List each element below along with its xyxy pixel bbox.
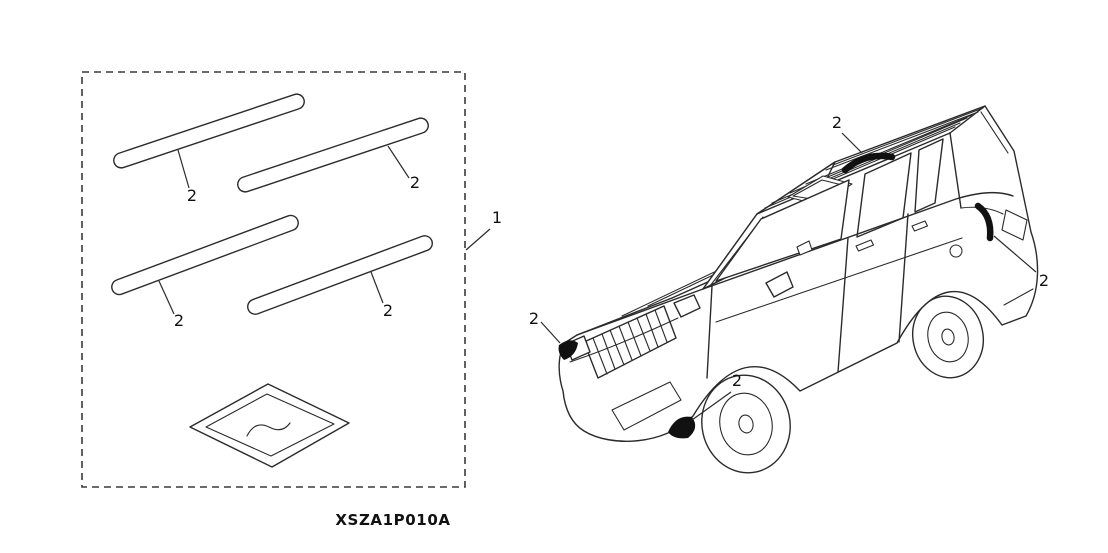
rear-tire (912, 295, 984, 379)
callout-rear-quarter: 2 (1039, 271, 1049, 290)
strip-outline (247, 235, 433, 315)
callout-strip-1: 2 (187, 186, 197, 205)
rear-door-handle (911, 220, 929, 232)
sheet-inner-border (205, 393, 335, 457)
template-sheet (189, 383, 350, 468)
leader-front-door (691, 391, 732, 421)
front-door-handle (855, 239, 875, 252)
callout-kit: 1 (492, 208, 502, 227)
leader-kit (465, 228, 491, 251)
leader-rear-quarter (993, 235, 1037, 273)
rear-bumper-seam (1003, 288, 1034, 306)
part-code: XSZA1P010A (335, 511, 450, 529)
strip-outline (111, 214, 299, 296)
body-side-crease (715, 237, 963, 323)
lower-intake (611, 381, 682, 431)
fuel-door (949, 244, 963, 258)
kit-contents-box: 2 2 2 2 (81, 71, 466, 488)
tailgate-inner-line (980, 111, 1009, 154)
rear-roof-edge (949, 105, 986, 134)
rear-hub (941, 328, 955, 346)
headlight-far (673, 294, 701, 318)
molding-strip-2 (237, 117, 429, 193)
hood-front-edge (576, 297, 673, 336)
front-door-leading-edge (706, 285, 713, 379)
callout-front-bumper: 2 (529, 309, 539, 328)
vehicle-illustration: 2 2 2 2 (529, 105, 1049, 474)
far-side-mirror (796, 240, 813, 256)
rear-door-window (856, 152, 912, 238)
d-pillar-line (949, 132, 962, 209)
foglamp-mark (668, 416, 696, 439)
leader-strip-1 (177, 149, 190, 189)
taillight (1001, 209, 1028, 241)
front-tire (701, 374, 791, 474)
leader-strip-3 (158, 280, 175, 315)
leader-strip-4 (370, 271, 384, 304)
kit-boundary-dashed-box (81, 71, 466, 488)
leader-roof (841, 132, 863, 154)
front-rim (719, 392, 773, 456)
strip-outline (237, 117, 429, 193)
quarter-window (914, 138, 944, 213)
callout-roof: 2 (832, 113, 842, 132)
roof-accessory-mark (841, 152, 896, 174)
roof-rails (764, 107, 984, 209)
molding-strip-1 (113, 93, 305, 169)
roofline-near-edge (756, 132, 951, 215)
front-hub (738, 414, 754, 434)
molding-strip-3 (111, 214, 299, 296)
body-silhouette (558, 105, 1039, 442)
rear-rim (927, 311, 969, 363)
rear-wheel (912, 295, 984, 379)
rear-quarter-accessory-mark (974, 202, 994, 242)
callout-strip-4: 2 (383, 301, 393, 320)
leader-strip-2 (387, 145, 410, 179)
b-pillar-door-cut (837, 237, 849, 373)
molding-strip-4 (247, 235, 433, 315)
leader-front-bumper (540, 321, 561, 344)
callout-strip-3: 2 (174, 311, 184, 330)
beltline (702, 191, 1014, 290)
front-wheel (701, 374, 791, 474)
callout-front-door: 2 (732, 371, 742, 390)
sheet-curve-mark (246, 422, 291, 437)
side-mirror (765, 271, 794, 298)
callout-strip-2: 2 (410, 173, 420, 192)
c-pillar-door-cut (898, 213, 909, 343)
grille-slats (592, 309, 668, 375)
bumper-top-line (569, 317, 679, 363)
strip-outline (113, 93, 305, 169)
front-bumper-accessory-mark (558, 340, 578, 360)
